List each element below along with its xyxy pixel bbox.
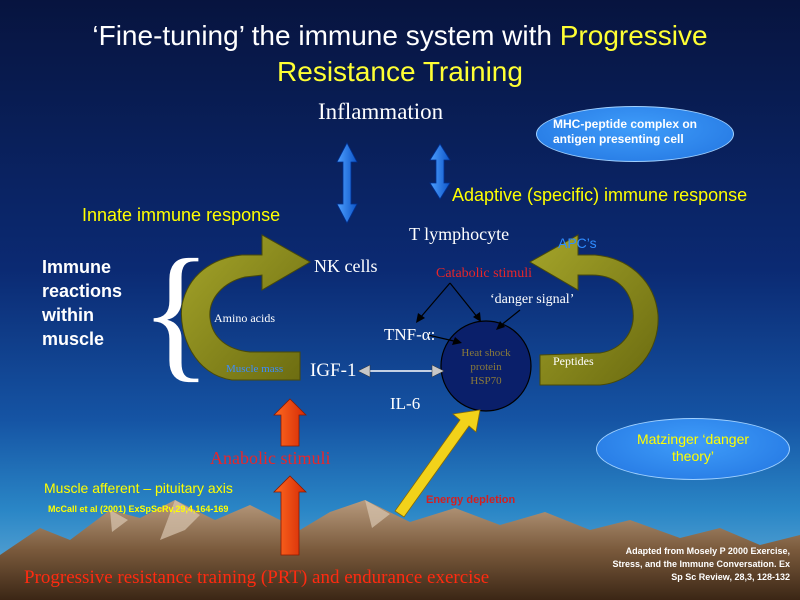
igf1-label: IGF-1 xyxy=(310,360,357,381)
page-title: ‘Fine-tuning’ the immune system with Pro… xyxy=(20,18,780,90)
matzinger-ellipse: Matzinger ‘danger theory’ xyxy=(596,418,790,480)
muscle-mass-label: Muscle mass xyxy=(226,363,284,375)
mhc-label-1: MHC-peptide complex on xyxy=(553,117,698,131)
hsp70-circle xyxy=(440,320,532,412)
afferent-label: Muscle afferent – pituitary axis xyxy=(44,480,233,496)
mhc-label-2: antigen presenting cell xyxy=(553,132,684,146)
mccall-citation: McCall et al (2001) ExSpScRv,29,4,164-16… xyxy=(48,504,229,514)
catabolic-label: Catabolic stimuli xyxy=(436,266,533,281)
prt-red-arrow xyxy=(273,475,307,556)
adapted-citation: Adapted from Mosely P 2000 Exercise, Str… xyxy=(612,546,790,582)
inflammation-label: Inflammation xyxy=(318,99,444,124)
anabolic-label: Anabolic stimuli xyxy=(210,448,331,468)
adaptive-cycle-arrow xyxy=(528,234,659,386)
energy-yellow-arrow xyxy=(394,409,481,518)
amino-acids-label: Amino acids xyxy=(214,311,275,325)
title-highlight-2: Resistance Training xyxy=(277,56,523,87)
peptides-label: Peptides xyxy=(553,354,594,368)
anabolic-red-arrow xyxy=(273,398,307,447)
adaptive-label: Adaptive (specific) immune response xyxy=(452,185,748,205)
apcs-label: APC’s xyxy=(558,235,597,251)
energy-label: Energy depletion xyxy=(426,494,516,506)
title-text: ‘Fine-tuning’ the immune system with xyxy=(92,20,560,51)
curly-brace: { xyxy=(140,229,212,395)
t-lymphocyte-label: T lymphocyte xyxy=(409,224,510,244)
mountain-range xyxy=(0,500,800,600)
catabolic-arrows xyxy=(419,282,521,343)
innate-cycle-arrow xyxy=(180,234,312,381)
nk-cells-label: NK cells xyxy=(314,256,378,276)
tnf-label: TNF-α: xyxy=(384,325,436,344)
immune-reactions-label: Immune reactions within muscle xyxy=(42,257,123,349)
il6-label: IL-6 xyxy=(390,394,421,413)
mhc-ellipse: MHC-peptide complex on antigen presentin… xyxy=(536,106,734,162)
innate-label: Innate immune response xyxy=(82,205,281,225)
adaptive-blue-arrow xyxy=(429,143,451,200)
hsp70-label: Heat shock protein HSP70 xyxy=(461,347,511,387)
igf1-double-arrow xyxy=(357,364,445,378)
title-highlight-1: Progressive xyxy=(559,20,708,51)
danger-signal-label: ‘danger signal’ xyxy=(490,292,575,307)
inflammation-blue-arrow xyxy=(336,142,358,224)
prt-label: Progressive resistance training (PRT) an… xyxy=(24,567,490,588)
